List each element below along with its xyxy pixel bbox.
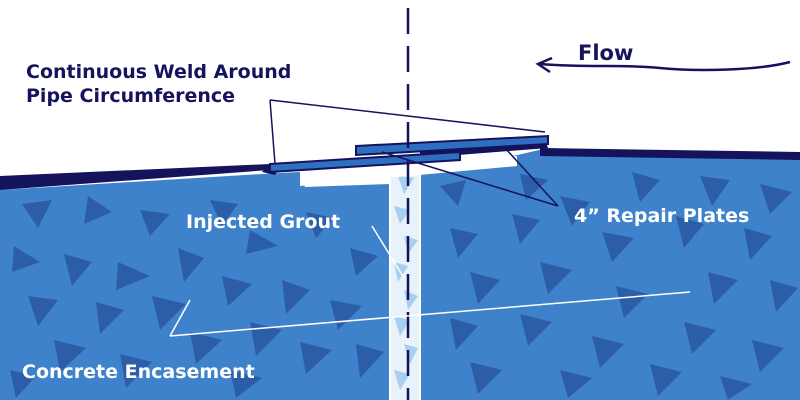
repair-plates xyxy=(269,134,549,174)
weld-label-line2: Pipe Circumference xyxy=(26,85,235,107)
concrete-leader-left xyxy=(169,299,191,337)
weld-leader-left xyxy=(269,99,276,165)
weld-leader-right xyxy=(269,99,546,133)
concrete-left xyxy=(0,172,390,400)
flow-label: Flow xyxy=(578,41,633,65)
grout-column xyxy=(389,170,421,400)
injected-grout-label: Injected Grout xyxy=(186,211,340,233)
aggregate-right xyxy=(440,172,798,400)
repair-plates-label: 4” Repair Plates xyxy=(574,205,749,227)
plate-leader-1 xyxy=(381,151,559,207)
plate-leader-2 xyxy=(504,147,559,207)
flow-arrow xyxy=(535,56,791,74)
leader-lines xyxy=(169,99,691,337)
concrete-right xyxy=(420,148,800,400)
concrete-leader-right xyxy=(169,291,691,337)
concrete-encasement-label: Concrete Encasement xyxy=(22,361,255,383)
aggregate-left xyxy=(10,196,384,398)
repair-plate-upper xyxy=(355,134,549,157)
grout-leader xyxy=(371,225,405,279)
weld-label-line1: Continuous Weld Around xyxy=(26,61,291,83)
